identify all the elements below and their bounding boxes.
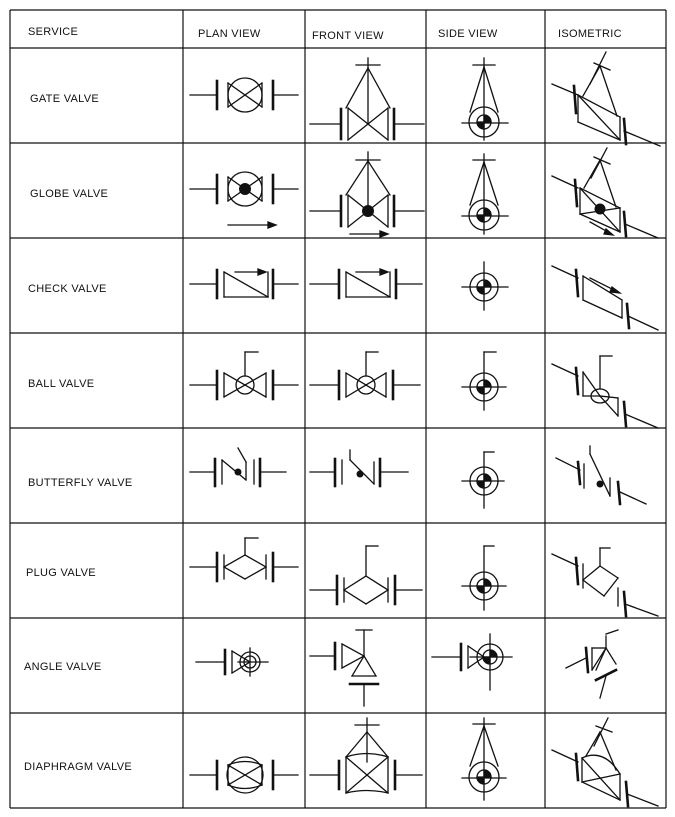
angle-valve-front-symbol xyxy=(309,629,380,707)
row-label-butterfly-valve: BUTTERFLY VALVE xyxy=(28,477,133,489)
butterfly-valve-isometric-symbol xyxy=(555,445,647,506)
plug-valve-isometric-symbol xyxy=(551,547,659,618)
diaphragm-valve-plan-symbol xyxy=(189,756,299,794)
diaphragm-valve-side-symbol xyxy=(461,717,507,801)
check-valve-isometric-symbol xyxy=(551,265,659,331)
header-service: SERVICE xyxy=(28,26,78,38)
row-label-angle-valve: ANGLE VALVE xyxy=(24,661,101,673)
diaphragm-valve-isometric-symbol xyxy=(551,717,659,808)
plug-valve-plan-symbol xyxy=(189,537,299,583)
check-valve-side-symbol xyxy=(461,261,509,311)
globe-valve-front-symbol xyxy=(309,151,425,238)
globe-valve-side-symbol xyxy=(461,153,509,235)
gate-valve-side-symbol xyxy=(461,57,509,141)
header-front-view: FRONT VIEW xyxy=(312,30,384,42)
row-label-plug-valve: PLUG VALVE xyxy=(26,567,96,579)
ball-valve-plan-symbol xyxy=(189,351,299,401)
globe-valve-isometric-symbol xyxy=(551,147,659,239)
globe-valve-plan-symbol xyxy=(189,171,299,229)
plug-valve-front-symbol xyxy=(309,545,423,606)
row-label-gate-valve: GATE VALVE xyxy=(30,93,99,105)
header-side-view: SIDE VIEW xyxy=(438,28,498,40)
row-label-check-valve: CHECK VALVE xyxy=(28,283,107,295)
butterfly-valve-side-symbol xyxy=(461,451,505,509)
angle-valve-side-symbol xyxy=(431,633,513,691)
header-isometric: ISOMETRIC xyxy=(558,28,622,40)
gate-valve-front-symbol xyxy=(309,57,425,141)
table-grid xyxy=(9,9,667,809)
gate-valve-isometric-symbol xyxy=(551,51,661,147)
diaphragm-valve-front-symbol xyxy=(309,717,423,794)
butterfly-valve-front-symbol xyxy=(309,449,409,488)
check-valve-plan-symbol xyxy=(189,268,299,300)
row-label-ball-valve: BALL VALVE xyxy=(28,378,94,390)
angle-valve-isometric-symbol xyxy=(565,629,619,699)
angle-valve-plan-symbol xyxy=(195,647,269,677)
check-valve-front-symbol xyxy=(309,268,423,300)
ball-valve-side-symbol xyxy=(461,351,507,411)
butterfly-valve-plan-symbol xyxy=(189,447,287,488)
row-label-globe-valve: GLOBE VALVE xyxy=(30,188,108,200)
gate-valve-plan-symbol xyxy=(189,77,299,113)
header-plan-view: PLAN VIEW xyxy=(198,28,261,40)
row-label-diaphragm-valve: DIAPHRAGM VALVE xyxy=(24,761,132,773)
ball-valve-front-symbol xyxy=(309,351,421,401)
plug-valve-side-symbol xyxy=(461,545,507,611)
ball-valve-isometric-symbol xyxy=(551,355,659,429)
